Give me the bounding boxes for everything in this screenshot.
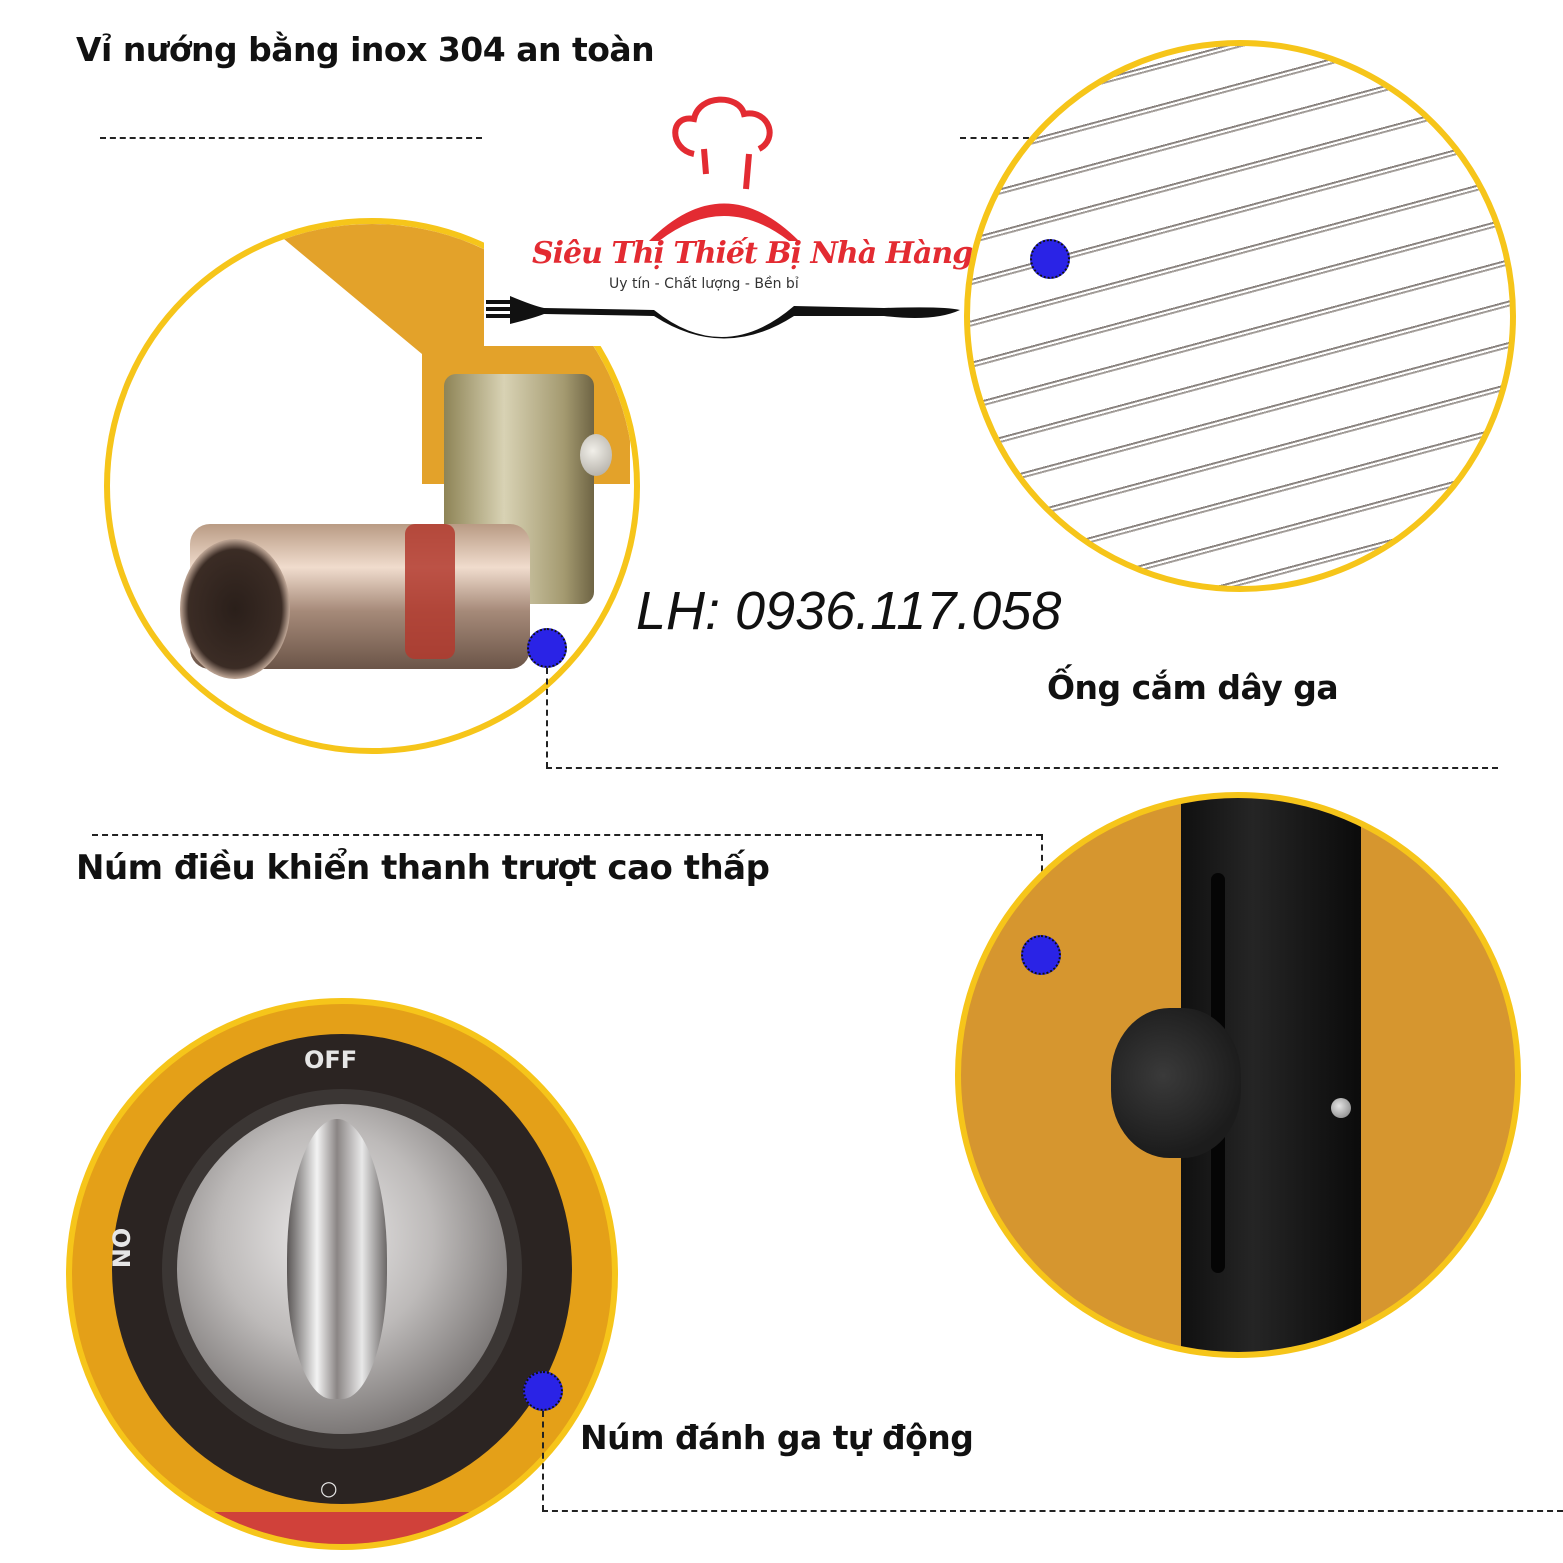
leader-line bbox=[100, 137, 482, 139]
feature-label-igniter: Núm đánh ga tự động bbox=[580, 1418, 974, 1457]
grill-photo bbox=[964, 40, 1516, 592]
plate-dome-icon bbox=[649, 203, 799, 241]
feature-label-slider: Núm điều khiển thanh trượt cao thấp bbox=[76, 848, 770, 888]
leader-line bbox=[960, 137, 1050, 139]
adjust-knob bbox=[1111, 1008, 1241, 1158]
leader-line bbox=[542, 1510, 1563, 1512]
leader-line bbox=[546, 668, 548, 768]
pipe-opening bbox=[180, 539, 290, 679]
gas-fitting-photo bbox=[104, 218, 640, 754]
ignition-knob-photo: OFF ON ○ bbox=[66, 998, 618, 1550]
logo-title: Siêu Thị Thiết Bị Nhà Hàng bbox=[532, 236, 973, 271]
marker-dot-igniter bbox=[523, 1371, 563, 1411]
marker-dot-gas-inlet bbox=[527, 628, 567, 668]
flame-symbol-icon: ○ bbox=[320, 1476, 338, 1500]
contact-phone: LH: 0936.117.058 bbox=[636, 581, 1062, 641]
leader-line bbox=[542, 1411, 544, 1511]
screw-icon bbox=[1331, 1098, 1351, 1118]
bolt-icon bbox=[580, 434, 612, 476]
feature-label-grill: Vỉ nướng bằng inox 304 an toàn bbox=[76, 30, 655, 69]
fork-knife-icon bbox=[486, 296, 960, 339]
dial-label-off: OFF bbox=[304, 1046, 358, 1074]
leader-line bbox=[92, 834, 1042, 836]
feature-label-gas-inlet: Ống cắm dây ga bbox=[1047, 668, 1339, 707]
red-seal-ring bbox=[405, 524, 455, 659]
marker-dot-grill bbox=[1030, 239, 1070, 279]
marker-dot-slider bbox=[1021, 935, 1061, 975]
slider-knob-photo bbox=[955, 792, 1521, 1358]
chef-hat-icon bbox=[672, 96, 773, 190]
brand-logo: Siêu Thị Thiết Bị Nhà Hàng Uy tín - Chất… bbox=[484, 86, 973, 346]
logo-tagline: Uy tín - Chất lượng - Bền bỉ bbox=[609, 276, 799, 292]
red-panel bbox=[72, 1512, 612, 1544]
knob-handle[interactable] bbox=[287, 1119, 387, 1399]
dial-label-on: ON bbox=[106, 1227, 135, 1269]
leader-line bbox=[546, 767, 1498, 769]
